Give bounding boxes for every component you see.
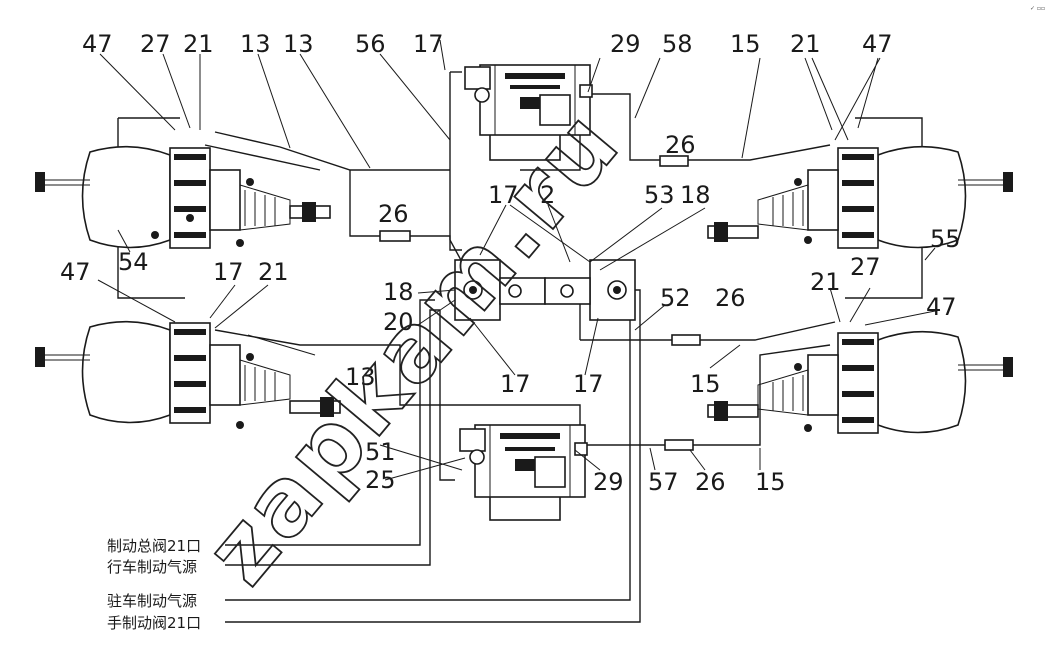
brake-chamber-lower-left — [35, 320, 341, 429]
watermark: zapkam.ru — [185, 89, 641, 604]
brake-chamber-upper-right — [707, 145, 1013, 249]
callout-17: 17 — [488, 181, 519, 209]
callout-52: 52 — [660, 284, 691, 312]
quick-release-valve-left — [454, 259, 546, 321]
callout-26: 26 — [378, 200, 409, 228]
callout-27: 27 — [850, 253, 881, 281]
callout-29: 29 — [610, 30, 641, 58]
brake-chamber-upper-left — [35, 145, 331, 249]
callout-26: 26 — [665, 131, 696, 159]
callout-20: 20 — [383, 308, 414, 336]
callout-13: 13 — [345, 363, 376, 391]
callout-17: 17 — [573, 370, 604, 398]
leader-lines — [97, 39, 941, 481]
air-source-labels: 制动总阀21口 行车制动气源 驻车制动气源 手制动阀21口 — [107, 537, 201, 632]
relay-valve-top — [464, 64, 593, 161]
source-label-parking-brake-supply: 驻车制动气源 — [107, 592, 197, 610]
callout-17: 17 — [500, 370, 531, 398]
callout-51: 51 — [365, 438, 396, 466]
callout-21: 21 — [258, 258, 289, 286]
brake-chamber-lower-right — [707, 330, 1013, 434]
source-label-service-brake-supply: 行车制动气源 — [107, 558, 197, 576]
callout-2: 2 — [540, 181, 555, 209]
callout-13: 13 — [240, 30, 271, 58]
callout-13: 13 — [283, 30, 314, 58]
callout-26: 26 — [715, 284, 746, 312]
source-label-hand-brake-valve-port: 手制动阀21口 — [107, 614, 201, 632]
callout-numbers: 47 27 21 13 13 56 17 29 58 15 21 47 26 2… — [60, 30, 961, 496]
callout-21: 21 — [810, 268, 841, 296]
callout-15: 15 — [755, 468, 786, 496]
callout-17: 17 — [213, 258, 244, 286]
callout-47: 47 — [862, 30, 893, 58]
callout-53: 53 — [644, 181, 675, 209]
source-label-brake-valve-port: 制动总阀21口 — [107, 537, 201, 555]
callout-18: 18 — [680, 181, 711, 209]
callout-54: 54 — [118, 248, 149, 276]
callout-29: 29 — [593, 468, 624, 496]
quick-release-valve-right — [544, 259, 636, 321]
callout-57: 57 — [648, 468, 679, 496]
callout-27: 27 — [140, 30, 171, 58]
callout-18: 18 — [383, 278, 414, 306]
callout-55: 55 — [930, 225, 961, 253]
callout-47: 47 — [60, 258, 91, 286]
callout-47: 47 — [82, 30, 113, 58]
callout-58: 58 — [662, 30, 693, 58]
callout-56: 56 — [355, 30, 386, 58]
callout-21: 21 — [790, 30, 821, 58]
callout-15: 15 — [730, 30, 761, 58]
callout-47: 47 — [926, 293, 957, 321]
corner-mark: ✓ ▫▫ — [1030, 5, 1045, 12]
relay-valve-bottom — [459, 424, 588, 521]
callout-21: 21 — [183, 30, 214, 58]
callout-17: 17 — [413, 30, 444, 58]
callout-15: 15 — [690, 370, 721, 398]
callout-25: 25 — [365, 466, 396, 494]
callout-26: 26 — [695, 468, 726, 496]
